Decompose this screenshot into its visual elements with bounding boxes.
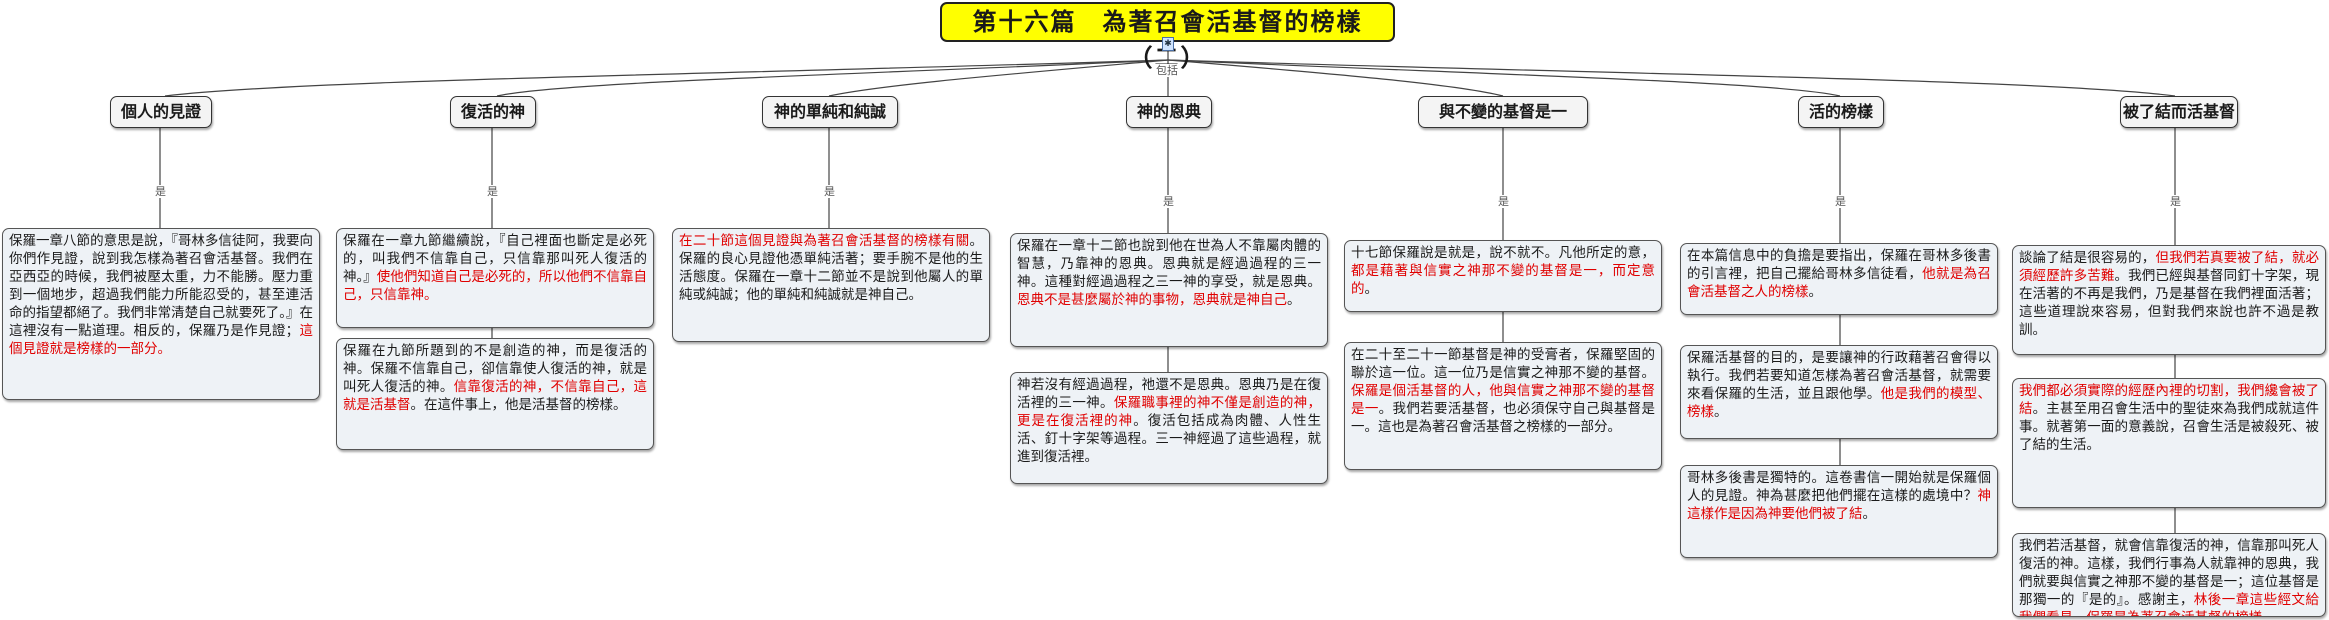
note-grace-of-god-1[interactable]: 保羅在一章十二節也說到他在世為人不靠屬肉體的智慧，乃靠神的恩典。恩典就是經過過程… xyxy=(1010,233,1328,347)
link-hub-topic-2 xyxy=(496,59,1169,97)
note-terminated-3[interactable]: 我們若活基督，就會信靠復活的神，信靠那叫死人復活的神。這樣，我們行事為人就靠神的… xyxy=(2012,533,2326,617)
link-hub-topic-7 xyxy=(1167,59,2176,97)
note-personal-testimony-1[interactable]: 保羅一章八節的意思是說，『哥林多信徒阿，我要向你們作見證，說到我怎樣為著召會活基… xyxy=(2,228,320,400)
note-simplicity-sincerity-1[interactable]: 在二十節這個見證與為著召會活基督的榜樣有關。保羅的良心見證他憑單純活著；要手腕不… xyxy=(672,228,990,342)
topic-god-of-resurrection[interactable]: 復活的神 xyxy=(450,96,536,128)
topic-4-connector-label: 是 xyxy=(1162,195,1175,208)
note-grace-of-god-2[interactable]: 神若沒有經過過程，祂還不是恩典。恩典乃是在復活裡的三一神。保羅職事裡的神不僅是創… xyxy=(1010,372,1328,484)
note-terminated-1[interactable]: 談論了結是很容易的，但我們若真要被了結，就必須經歷許多苦難。我們已經與基督同釘十… xyxy=(2012,245,2326,355)
note-one-with-christ-2[interactable]: 在二十至二十一節基督是神的受膏者，保羅堅固的聯於這一位。這一位乃是信實之神那不變… xyxy=(1344,342,1662,470)
topic-personal-testimony[interactable]: 個人的見證 xyxy=(110,96,212,128)
link-hub-topic-1 xyxy=(164,59,1169,97)
topic-5-connector-label: 是 xyxy=(1497,195,1510,208)
note-living-pattern-3[interactable]: 哥林多後書是獨特的。這卷書信一開始就是保羅個人的見證。神為甚麼把他們擺在這樣的處… xyxy=(1680,465,1998,558)
map-title[interactable]: 第十六篇 為著召會活基督的榜樣（二） xyxy=(940,2,1395,72)
link-hub-topic-6 xyxy=(1167,59,1841,97)
topic-1-connector-label: 是 xyxy=(154,185,167,198)
topic-one-with-unchanging-christ[interactable]: 與不變的基督是一 xyxy=(1418,96,1588,128)
note-living-pattern-2[interactable]: 保羅活基督的目的，是要讓神的行政藉著召會得以執行。我們若要知道怎樣為著召會活基督… xyxy=(1680,345,1998,439)
topic-simplicity-sincerity[interactable]: 神的單純和純誠 xyxy=(762,96,898,128)
hub-connector-label: 包括 xyxy=(1155,64,1179,77)
topic-2-connector-label: 是 xyxy=(486,185,499,198)
topic-7-connector-label: 是 xyxy=(2169,195,2182,208)
topic-grace-of-god[interactable]: 神的恩典 xyxy=(1126,96,1212,128)
topic-living-pattern[interactable]: 活的榜樣 xyxy=(1798,96,1884,128)
topic-3-connector-label: 是 xyxy=(823,185,836,198)
link-hub-topic-5 xyxy=(1167,59,1504,97)
link-hub-topic-3 xyxy=(828,59,1169,97)
topic-terminated-live-christ[interactable]: 被了結而活基督 xyxy=(2120,96,2238,128)
note-terminated-2[interactable]: 我們都必須實際的經歷內裡的切割，我們纔會被了結。主甚至用召會生活中的聖徒來為我們… xyxy=(2012,378,2326,508)
note-one-with-christ-1[interactable]: 十七節保羅說是就是，說不就不。凡他所定的意，都是藉著與信實之神那不變的基督是一，… xyxy=(1344,240,1662,312)
note-living-pattern-1[interactable]: 在本篇信息中的負擔是要指出，保羅在哥林多後書的引言裡，把自己擺給哥林多信徒看，他… xyxy=(1680,243,1998,315)
topic-6-connector-label: 是 xyxy=(1834,195,1847,208)
note-god-of-resurrection-1[interactable]: 保羅在一章九節繼續說，『自己裡面也斷定是必死的，叫我們不信靠自己，只信靠那叫死人… xyxy=(336,228,654,328)
hub-node-icon[interactable]: ✱ xyxy=(1162,37,1174,51)
note-god-of-resurrection-2[interactable]: 保羅在九節所題到的不是創造的神，而是復活的神。保羅不信靠自己，卻信靠使人復活的神… xyxy=(336,338,654,450)
